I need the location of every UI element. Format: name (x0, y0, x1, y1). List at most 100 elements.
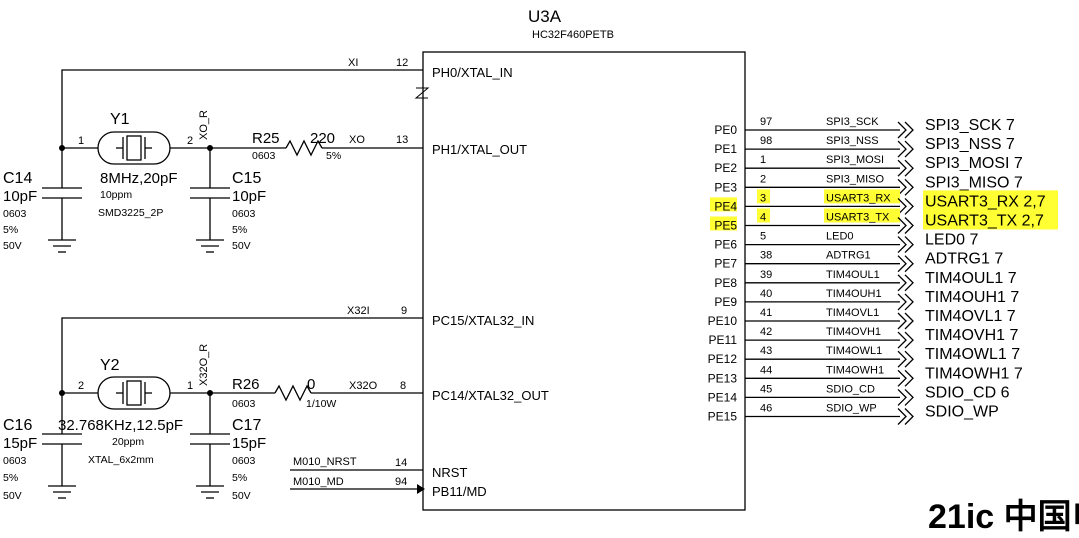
port-arrow-2 (904, 369, 914, 387)
net-md: M010_MD (293, 476, 344, 488)
pin-num-13: 13 (396, 134, 408, 146)
c17-volt: 50V (232, 490, 251, 502)
port-arrow-2 (904, 159, 914, 177)
pin-name: PE10 (708, 314, 738, 328)
pin-num: 98 (760, 135, 772, 147)
c16-value: 15pF (3, 435, 37, 452)
y1-quartz (126, 135, 142, 161)
net-label: TIM4OWH1 (826, 364, 884, 376)
net-label: ADTRG1 (826, 250, 871, 262)
y1-value: 8MHz,20pF (100, 170, 178, 187)
y2-pin-b: 1 (187, 380, 193, 392)
net-label: SPI3_MISO (826, 173, 885, 185)
port-arrow-2 (904, 121, 914, 139)
pin-name-highlight (710, 216, 737, 231)
port-arrow-2 (904, 408, 914, 425)
y2-value: 32.768KHz,12.5pF (58, 417, 183, 434)
net-x32o-r: X32O_R (198, 344, 210, 386)
pin-num-94: 94 (395, 476, 407, 488)
r26-tol: 1/10W (306, 398, 336, 410)
y2-quartz (126, 380, 142, 406)
pin-num: 4 (760, 212, 766, 224)
y1-ref: Y1 (110, 111, 130, 128)
pin-num: 97 (760, 116, 772, 128)
port-label: LED0 7 (925, 232, 978, 249)
chip-ref: U3A (528, 7, 562, 26)
pin-name: PE0 (714, 123, 737, 137)
c16-tol: 5% (3, 472, 18, 484)
port-arrow-2 (904, 217, 914, 234)
c14-value: 10pF (3, 188, 37, 205)
port-label: USART3_RX 2,7 (925, 193, 1046, 210)
port-label: SPI3_MISO 7 (925, 174, 1023, 191)
port-label: USART3_TX 2,7 (925, 213, 1044, 230)
port-arrow-2 (904, 350, 914, 368)
port-arrow-1 (897, 236, 907, 254)
chip-part: HC32F460PETB (532, 29, 614, 41)
port-arrow-1 (897, 388, 907, 406)
net-xo: XO (349, 134, 365, 146)
port-label: ADTRG1 7 (925, 251, 1003, 268)
y1-pin-b: 2 (187, 135, 193, 147)
net-nrst: M010_NRST (293, 456, 357, 468)
net-label: USART3_TX (826, 212, 890, 224)
port-arrow-2 (904, 140, 914, 158)
pin-num: 44 (760, 364, 772, 376)
pin-num: 45 (760, 383, 772, 395)
net-label: USART3_RX (826, 192, 891, 204)
pin-name: PE13 (708, 371, 738, 385)
pin-num: 5 (760, 231, 766, 243)
pin-num-8: 8 (400, 380, 406, 392)
pin-name: PE3 (714, 180, 737, 194)
pin-num: 43 (760, 345, 772, 357)
port-arrow-1 (897, 140, 907, 158)
pin-name: PE7 (714, 257, 737, 271)
net-label: SDIO_WP (826, 403, 877, 415)
x32i-wire (61, 317, 423, 388)
port-arrow-2 (904, 178, 914, 196)
net-label: SDIO_CD (826, 383, 875, 395)
port-label: SDIO_WP (925, 404, 999, 421)
pin-num: 38 (760, 250, 772, 262)
pin-num: 1 (760, 154, 766, 166)
y2-crystal-body (97, 376, 171, 410)
port-label: SDIO_CD 6 (925, 384, 1010, 401)
chip-body (422, 51, 746, 511)
right-pin-row: PE7 38 ADTRG1 ADTRG1 7 (714, 250, 1003, 273)
port-label: SPI3_SCK 7 (925, 117, 1015, 134)
net-highlight (824, 189, 900, 204)
port-label: SPI3_MOSI 7 (925, 155, 1023, 172)
net-label: SPI3_MOSI (826, 154, 884, 166)
pin-name-nrst: NRST (432, 465, 467, 480)
port-arrow-2 (904, 236, 914, 254)
port-arrow-2 (904, 388, 914, 406)
pin-num-highlight (757, 208, 770, 223)
y2-spec: 20ppm (112, 436, 144, 448)
pin-name-ph1: PH1/XTAL_OUT (432, 142, 527, 157)
net-highlight (824, 208, 900, 223)
c14-volt: 50V (3, 240, 22, 252)
c17-ref: C17 (232, 417, 261, 434)
r25-symbol (285, 139, 323, 157)
port-arrow-1 (897, 197, 907, 215)
c16-volt: 50V (3, 490, 22, 502)
port-arrow-1 (897, 350, 907, 368)
port-label-highlight (923, 209, 1058, 230)
c15-volt: 50V (232, 240, 251, 252)
port-arrow-1 (897, 159, 907, 177)
y1-pin-a: 1 (78, 135, 84, 147)
c15-tol: 5% (232, 224, 247, 236)
r26-ref: R26 (232, 376, 260, 393)
pin-num-12: 12 (396, 57, 408, 69)
